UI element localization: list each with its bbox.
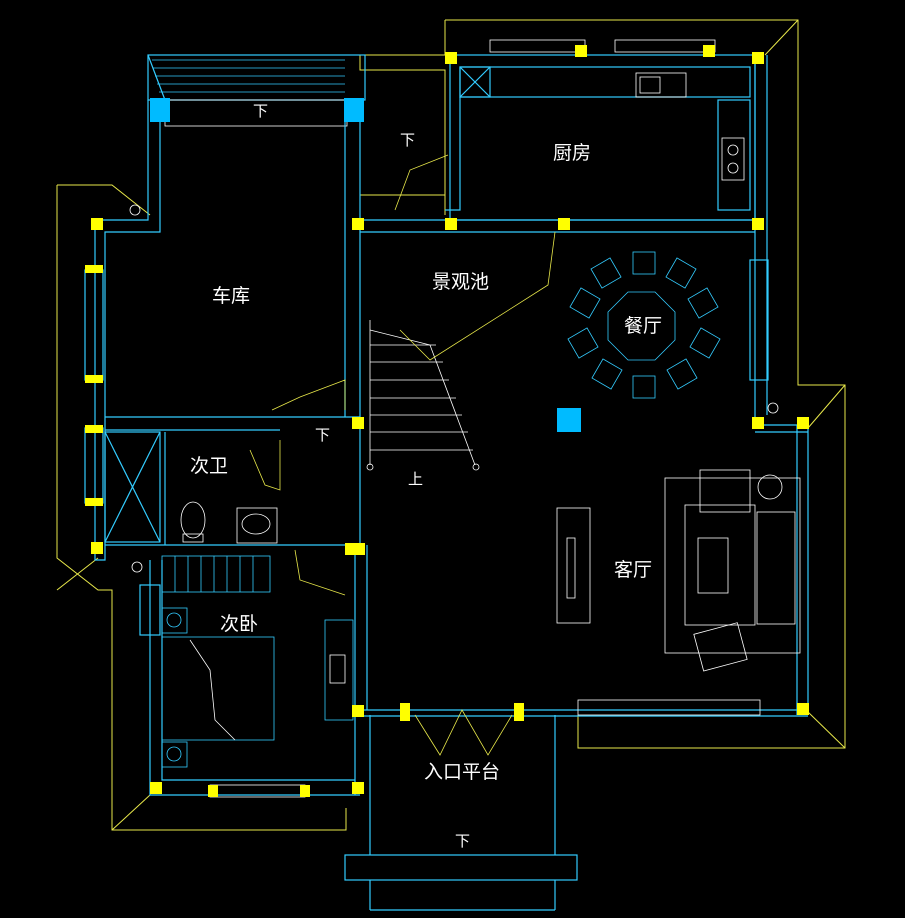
- mark-down-garage: 下: [253, 102, 268, 120]
- mark-down-side: 下: [400, 131, 415, 149]
- kitchen-fixtures: [635, 72, 745, 181]
- walls: [84, 39, 809, 911]
- mark-down-entry: 下: [455, 832, 470, 850]
- garage-steps: [152, 59, 345, 93]
- label-dining: 餐厅: [624, 315, 662, 337]
- label-entrance: 入口平台: [424, 761, 500, 783]
- bedroom-furniture: [161, 607, 354, 768]
- dining-table: [567, 251, 721, 399]
- bathroom-fixtures: [180, 501, 278, 544]
- columns: [85, 45, 809, 797]
- door-swings: [249, 154, 556, 756]
- mark-up-stair: 上: [408, 470, 423, 488]
- bathroom-steps: [161, 555, 271, 593]
- downpipes: [129, 204, 779, 573]
- label-living: 客厅: [614, 559, 652, 581]
- label-bathroom: 次卫: [190, 455, 228, 477]
- living-furniture: [556, 469, 801, 672]
- label-bedroom: 次卧: [220, 613, 258, 635]
- label-kitchen: 厨房: [553, 142, 591, 164]
- label-garage: 车库: [212, 285, 250, 307]
- main-stair: [366, 320, 480, 471]
- outer-boundary: [56, 19, 846, 831]
- mark-down-hall: 下: [315, 426, 330, 444]
- label-pond: 景观池: [432, 271, 489, 293]
